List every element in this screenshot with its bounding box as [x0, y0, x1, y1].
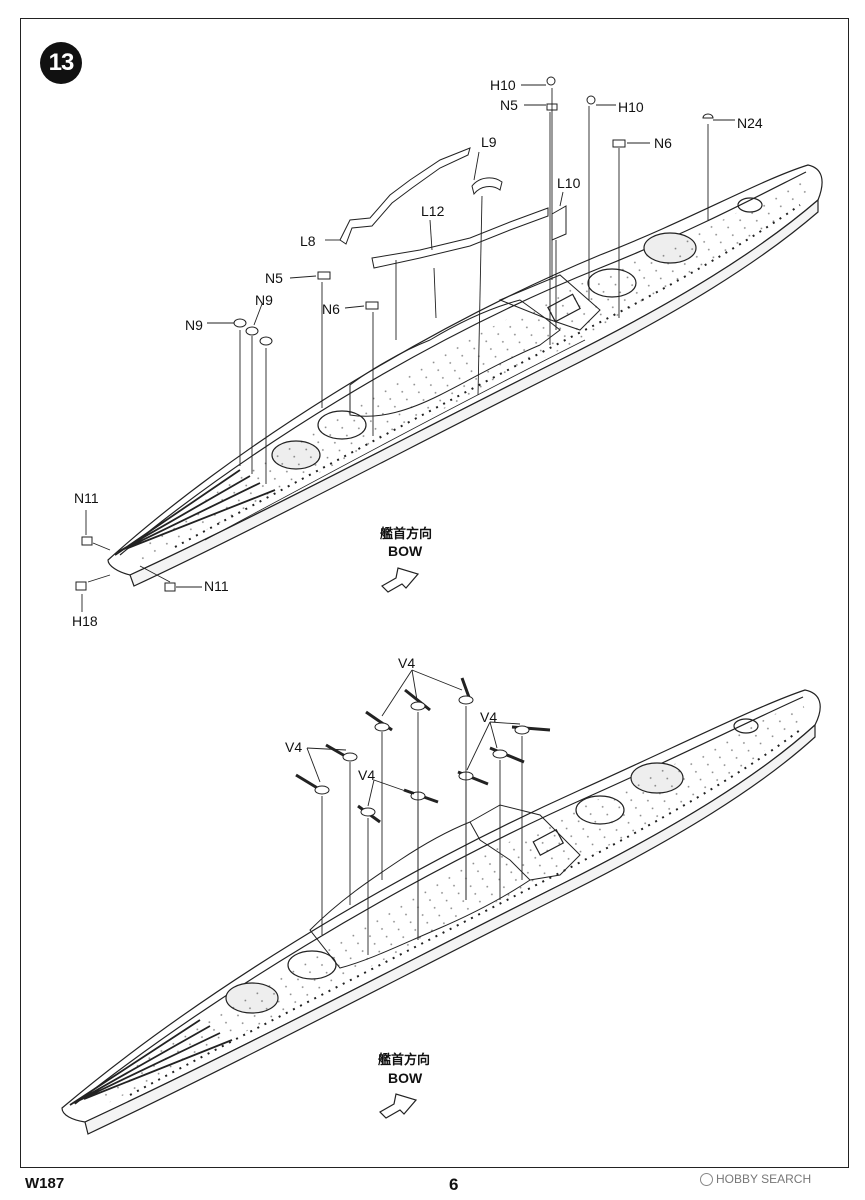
page-number: 6 — [449, 1175, 459, 1194]
label-n11-upper: N11 — [74, 490, 99, 506]
top-hull — [107, 164, 823, 587]
step-number-badge: 13 — [40, 42, 82, 84]
label-n5-lower: N5 — [265, 270, 283, 286]
bow-direction-bottom: 艦首方向 BOW — [378, 1052, 430, 1119]
bow-direction-en: BOW — [388, 543, 423, 559]
label-h10-upper: H10 — [490, 77, 516, 93]
label-n9-left: N9 — [185, 317, 203, 333]
bow-direction-cn: 艦首方向 — [380, 526, 432, 542]
label-n5-upper: N5 — [500, 97, 518, 113]
bow-arrow-icon — [381, 567, 420, 593]
page-frame — [20, 18, 849, 1168]
bottom-labels: V4 V4 V4 V4 — [285, 655, 497, 783]
bow-direction-en-bottom: BOW — [388, 1070, 423, 1086]
top-parts — [75, 76, 714, 592]
top-labels: H10 N5 H10 N24 N6 L9 L10 L12 L8 N5 N6 N9… — [72, 77, 763, 629]
label-v4-left: V4 — [285, 739, 302, 755]
label-l9: L9 — [481, 134, 497, 150]
label-l8: L8 — [300, 233, 316, 249]
bottom-hull — [61, 689, 821, 1135]
label-h18: H18 — [72, 613, 98, 629]
label-n6-upper: N6 — [654, 135, 672, 151]
label-n24: N24 — [737, 115, 763, 131]
watermark-logo-icon — [700, 1172, 713, 1186]
top-leader-lines — [81, 84, 735, 612]
label-v4-right: V4 — [480, 709, 497, 725]
bow-direction-cn-bottom: 艦首方向 — [378, 1052, 430, 1068]
bottom-leader-lines — [306, 669, 523, 955]
bow-direction-top: 艦首方向 BOW — [380, 526, 432, 593]
watermark: HOBBY SEARCH — [700, 1172, 811, 1186]
kit-code: W187 — [25, 1175, 65, 1192]
watermark-text: HOBBY SEARCH — [716, 1172, 812, 1186]
label-l12: L12 — [421, 203, 445, 219]
label-v4-top: V4 — [398, 655, 415, 671]
label-v4-middle: V4 — [358, 767, 375, 783]
label-n6-lower: N6 — [322, 301, 340, 317]
bow-arrow-icon-bottom — [379, 1093, 418, 1119]
label-h10-right: H10 — [618, 99, 644, 115]
v4-guns — [295, 677, 551, 824]
label-l10: L10 — [557, 175, 581, 191]
label-n9-upper: N9 — [255, 292, 273, 308]
label-n11-lower: N11 — [204, 578, 229, 594]
